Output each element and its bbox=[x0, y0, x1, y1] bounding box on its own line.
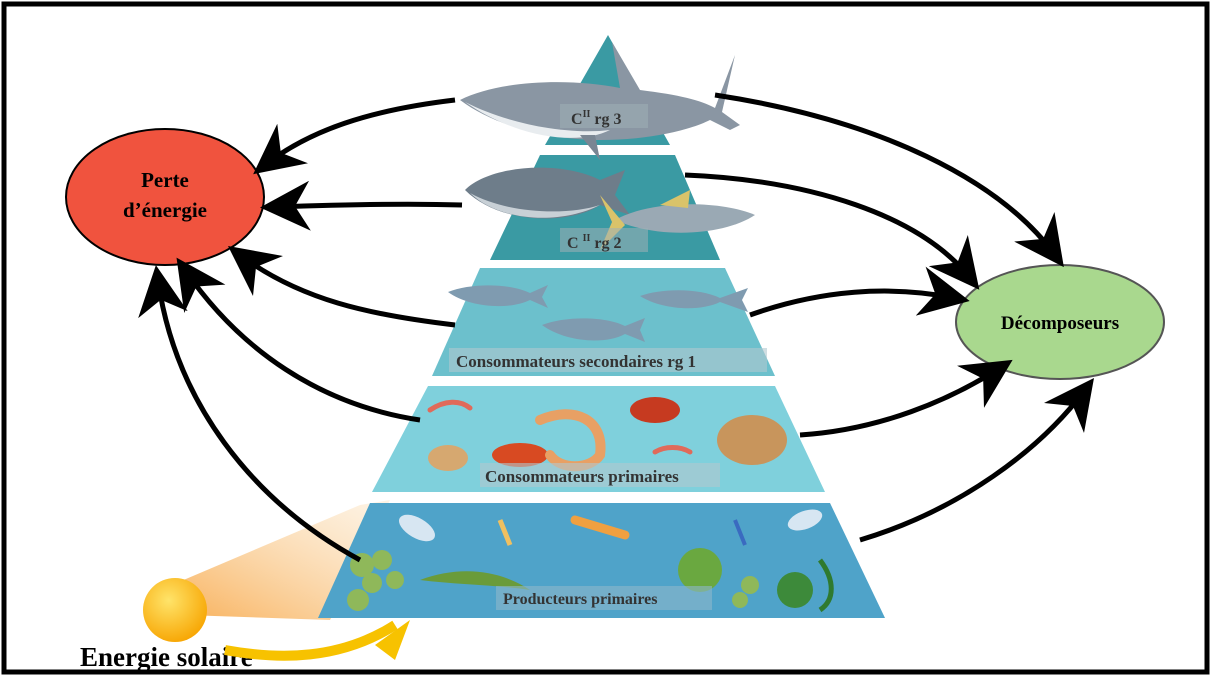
sun-icon bbox=[143, 578, 207, 642]
decomposers-label: Décomposeurs bbox=[1001, 313, 1119, 334]
level-label-primary: Consommateurs primaires bbox=[485, 467, 679, 486]
energy-loss-label-line2: d’énergie bbox=[123, 198, 207, 222]
energy-loss-node: Perte d’énergie bbox=[66, 129, 264, 265]
level-label-producers: Producteurs primaires bbox=[503, 591, 658, 608]
energy-loss-label-line1: Perte bbox=[141, 168, 189, 192]
level-label-top: CII rg 3 bbox=[571, 109, 621, 128]
level-label-rank2: C II rg 2 bbox=[567, 233, 621, 252]
level-label-secondary: Consommateurs secondaires rg 1 bbox=[456, 352, 696, 371]
decomposers-node: Décomposeurs bbox=[956, 265, 1164, 379]
